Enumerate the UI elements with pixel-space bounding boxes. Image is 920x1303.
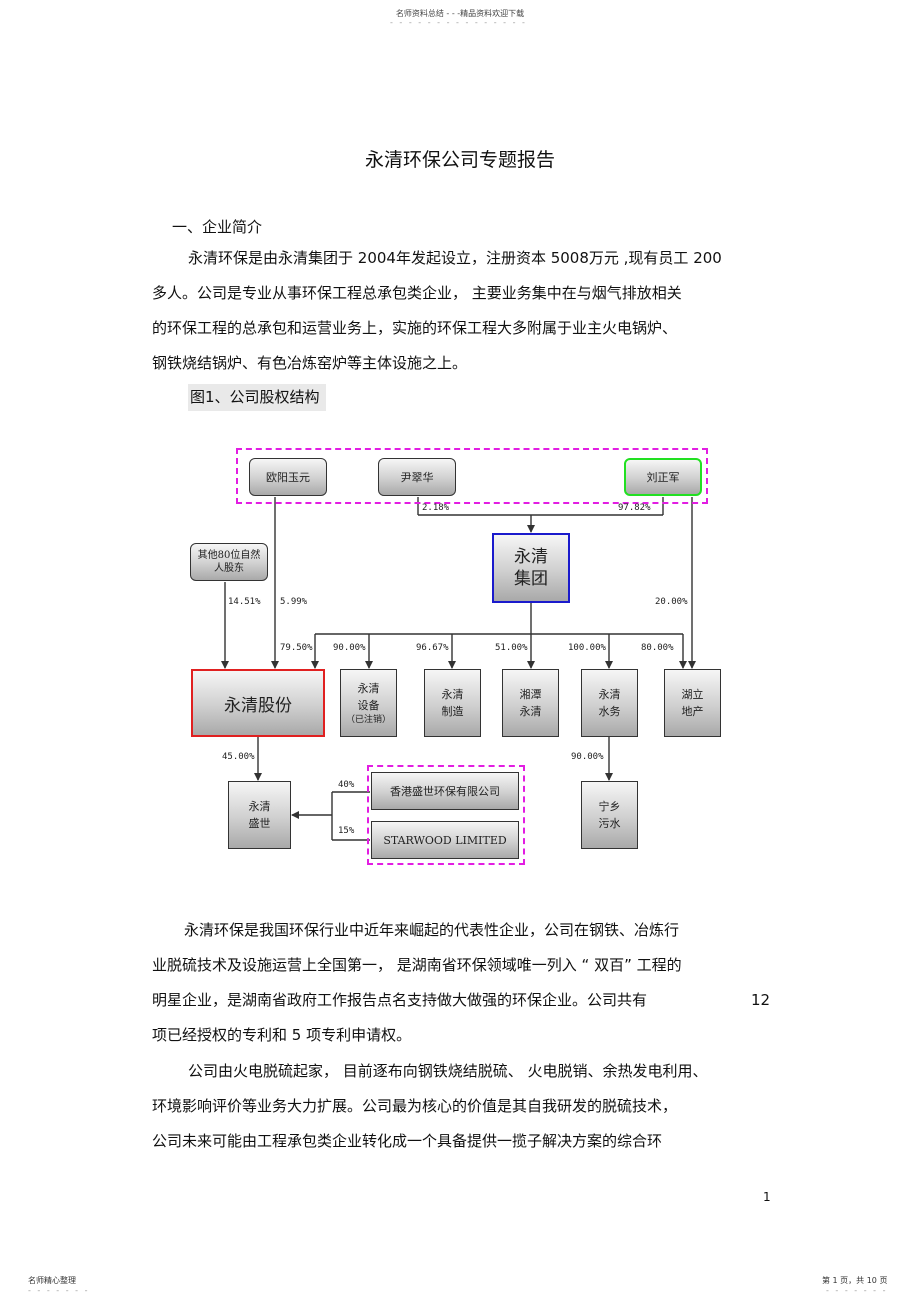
footer-right-dots: - - - - - - - — [826, 1286, 888, 1295]
yongqing-group: 永清集团 — [492, 533, 570, 603]
shareholder-yin: 尹翠华 — [378, 458, 456, 496]
text-line: 项已经授权的专利和 5 项专利申请权。 — [152, 1026, 412, 1044]
pct-label: 5.99% — [280, 597, 308, 607]
sub-label: 永清设备 — [357, 682, 380, 712]
figure-label: 图1、公司股权结构 — [188, 384, 326, 411]
pct-label: 90.00% — [571, 752, 604, 762]
pct-label: 90.00% — [333, 643, 366, 653]
footer-left-dots: - - - - - - - — [28, 1286, 90, 1295]
text-line: 钢铁烧结锅炉、有色冶炼窑炉等主体设施之上。 — [152, 354, 468, 372]
foreign-shareholders-group — [367, 765, 525, 865]
sub-yongqing-manufacturing: 永清制造 — [424, 669, 481, 737]
pct-label: 20.00% — [655, 597, 688, 607]
shareholder-ouyang: 欧阳玉元 — [249, 458, 327, 496]
footer-right: 第 1 页，共 10 页 — [822, 1276, 888, 1285]
pct-label: 80.00% — [641, 643, 674, 653]
yongqing-shengshi: 永清盛世 — [228, 781, 291, 849]
pct-label: 79.50% — [280, 643, 313, 653]
pct-label: 14.51% — [228, 597, 261, 607]
page-title: 永清环保公司专题报告 — [364, 149, 555, 171]
pct-label: 97.82% — [618, 503, 651, 513]
top-shareholders-group — [236, 448, 708, 504]
intro-paragraph: 永清环保是由永清集团于 2004年发起设立，注册资本 5008万元 ,现有员工 … — [152, 241, 772, 381]
header-dots: - - - - - - - - - - - - - - - - - - - — [390, 18, 530, 27]
text-span: 明星企业，是湖南省政府工作报告点名支持做大做强的环保企业。公司共有 — [152, 991, 648, 1009]
shareholder-liu: 刘正军 — [624, 458, 702, 496]
natural-shareholders: 其他80位自然人股东 — [190, 543, 268, 581]
pct-label: 96.67% — [416, 643, 449, 653]
text-line: 的环保工程的总承包和运营业务上，实施的环保工程大多附属于业主火电锅炉、 — [152, 319, 678, 337]
sub-yongqing-water: 永清水务 — [581, 669, 638, 737]
hk-shengshi-company: 香港盛世环保有限公司 — [371, 772, 519, 810]
pct-label: 2.18% — [422, 503, 450, 513]
sub-xiangtan-yongqing: 湘潭永清 — [502, 669, 559, 737]
pct-label: 45.00% — [222, 752, 255, 762]
starwood-limited: STARWOOD LIMITED — [371, 821, 519, 859]
section-heading: 一、企业简介 — [172, 218, 263, 236]
sub-huli-realty: 湖立地产 — [664, 669, 721, 737]
patent-count: 12 — [751, 991, 771, 1009]
footer-left: 名师精心整理 — [28, 1276, 76, 1285]
text-line: 公司由火电脱硫起家， 目前逐布向钢铁烧结脱硫、 火电脱销、余热发电利用、 — [188, 1062, 708, 1080]
text-line: 明星企业，是湖南省政府工作报告点名支持做大做强的环保企业。公司共有 12 — [152, 983, 772, 1018]
page-number: 1 — [763, 1190, 771, 1204]
text-line: 业脱硫技术及设施运营上全国第一， 是湖南省环保领域唯一列入 “ 双百” 工程的 — [152, 956, 682, 974]
pct-label: 51.00% — [495, 643, 528, 653]
text-line: 环境影响评价等业务大力扩展。公司最为核心的价值是其自我研发的脱硫技术， — [152, 1097, 678, 1115]
ningxiang-sewage: 宁乡污水 — [581, 781, 638, 849]
sub-note: （已注销） — [345, 715, 391, 725]
text-line: 多人。公司是专业从事环保工程总承包类企业， 主要业务集中在与烟气排放相关 — [152, 284, 682, 302]
page-header: 名师资料总结 - - -精品资料欢迎下载 — [395, 9, 525, 18]
yongqing-shares: 永清股份 — [191, 669, 325, 737]
text-line: 永清环保是由永清集团于 2004年发起设立，注册资本 5008万元 ,现有员工 … — [188, 249, 722, 267]
pct-label: 40% — [338, 780, 355, 790]
text-line: 公司未来可能由工程承包类企业转化成一个具备提供一揽子解决方案的综合环 — [152, 1132, 663, 1150]
text-line: 永清环保是我国环保行业中近年来崛起的代表性企业，公司在钢铁、冶炼行 — [184, 921, 680, 939]
sub-yongqing-equipment: 永清设备 （已注销） — [340, 669, 397, 737]
business-paragraph: 公司由火电脱硫起家， 目前逐布向钢铁烧结脱硫、 火电脱销、余热发电利用、 环境影… — [152, 1054, 772, 1159]
pct-label: 100.00% — [568, 643, 606, 653]
profile-paragraph: 永清环保是我国环保行业中近年来崛起的代表性企业，公司在钢铁、冶炼行 业脱硫技术及… — [152, 913, 772, 1053]
pct-label: 15% — [338, 826, 355, 836]
